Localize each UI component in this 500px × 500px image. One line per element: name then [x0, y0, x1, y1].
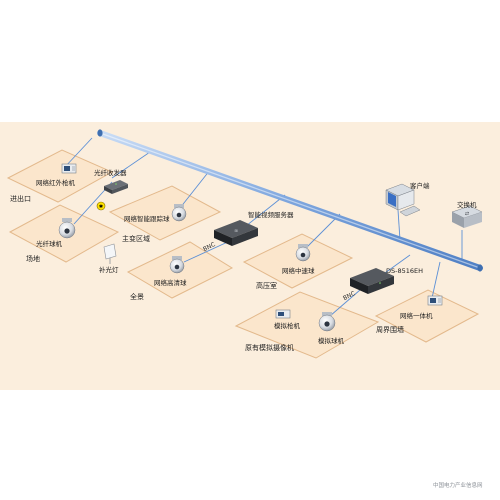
dvr-icon [350, 268, 394, 294]
link-backbone-client [397, 209, 401, 241]
zone-existing-analog [234, 291, 380, 359]
link-backbone-camera [63, 137, 93, 169]
analog-dome-camera-icon [318, 312, 336, 332]
link-backbone-server [245, 194, 286, 227]
zone-perimeter-wall [374, 289, 480, 343]
watermark-logo: 中国电力产业信息网 [433, 483, 483, 489]
label-fiber-ball-camera: 光纤球机 [36, 240, 62, 248]
fiber-ball-camera-icon [58, 218, 76, 239]
label-high-voltage-room: 高压室 [256, 282, 277, 290]
zone-high-voltage [242, 233, 354, 289]
switch-icon: ⇄ [451, 205, 483, 228]
label-smart-video-server: 智能视频服务器 [248, 211, 294, 219]
zone-main-transformer [108, 185, 222, 241]
label-client: 客户端 [410, 182, 430, 190]
label-panorama: 全景 [130, 293, 144, 301]
svg-text:✱: ✱ [99, 204, 104, 210]
label-medium-speed-dome: 网络中速球 [282, 267, 315, 275]
link-backbone-integrated [431, 261, 441, 299]
laser-warning-icon: ✱ [96, 201, 106, 211]
label-dvr: DS-8516EH [386, 267, 424, 275]
link-dvr-analog [329, 289, 361, 317]
link-backbone-tracking [179, 169, 211, 209]
label-integrated-camera: 网络一体机 [400, 312, 433, 320]
medium-speed-dome-icon [295, 244, 311, 262]
fiber-transceiver-icon [104, 180, 128, 194]
label-analog-gun-camera: 模拟枪机 [274, 322, 300, 330]
backbone-cable [97, 129, 483, 272]
label-analog-dome-camera: 模拟球机 [318, 337, 344, 345]
label-hd-dome: 网络高清球 [154, 279, 187, 287]
label-fill-light: 补光灯 [99, 266, 119, 274]
smart-video-server-icon: ⊞ [214, 220, 258, 246]
hd-dome-icon [169, 256, 185, 274]
analog-gun-camera-icon [275, 309, 291, 319]
infrared-checkpoint-camera-icon [61, 163, 77, 174]
link-backbone-medium [305, 213, 341, 249]
svg-text:⇄: ⇄ [465, 211, 469, 217]
svg-text:⊞: ⊞ [234, 228, 237, 233]
label-switch: 交换机 [457, 201, 477, 209]
label-perimeter-wall: 周界围墙 [376, 326, 404, 334]
smart-tracking-dome-icon [171, 204, 187, 222]
integrated-camera-icon [427, 295, 443, 306]
label-existing-analog-cameras: 原有模拟摄像机 [245, 344, 294, 352]
label-infrared-checkpoint-camera: 网络红外枪机 [36, 179, 75, 187]
client-computer-icon [385, 183, 421, 217]
label-site: 场地 [26, 255, 40, 263]
link-backbone-fiber [111, 151, 151, 179]
link-server-hd [183, 239, 233, 263]
fill-light-icon [103, 243, 117, 264]
label-fiber-transceiver: 光纤收发器 [94, 169, 127, 177]
label-main-transformer-area: 主变区域 [122, 235, 150, 243]
label-smart-tracking-dome: 网络智能跟踪球 [124, 215, 170, 223]
zone-entrance-exit [6, 149, 114, 203]
label-entrance-exit: 进出口 [10, 195, 31, 203]
